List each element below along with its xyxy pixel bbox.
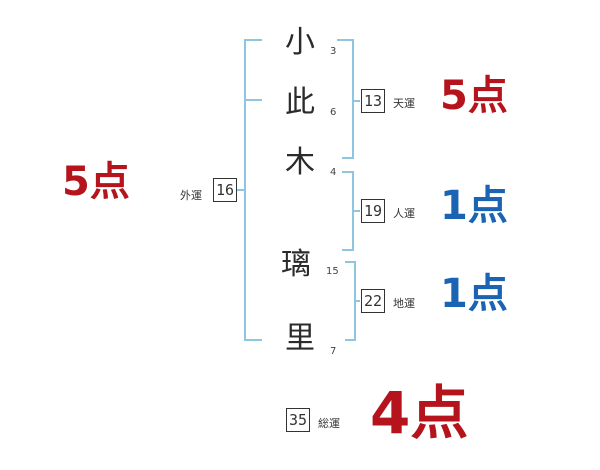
left-bracket [244, 39, 262, 341]
tenkaku-label: 天運 [393, 97, 415, 110]
gaikaku-score: 5点 [62, 159, 130, 205]
name-char-5: 里 [285, 321, 315, 356]
stroke-count-2: 6 [330, 107, 337, 118]
chikaku-label: 地運 [393, 297, 415, 310]
soukaku-value-box: 35 [286, 408, 310, 432]
stroke-count-5: 7 [330, 346, 337, 357]
gaikaku-label: 外運 [180, 189, 202, 202]
name-char-3: 木 [285, 145, 315, 180]
soukaku-label: 総運 [318, 417, 340, 430]
tenkaku-bracket [337, 39, 354, 159]
chikaku-bracket [345, 261, 356, 341]
gaikaku-value-box: 16 [213, 178, 237, 202]
name-char-4: 璃 [281, 247, 311, 282]
name-char-2: 此 [285, 85, 315, 120]
soukaku-score: 4点 [370, 379, 469, 447]
jinkaku-score: 1点 [440, 183, 508, 229]
jinkaku-label: 人運 [393, 207, 415, 220]
stroke-count-1: 3 [330, 46, 337, 57]
chikaku-score: 1点 [440, 271, 508, 317]
jinkaku-bracket [342, 171, 354, 251]
stroke-count-3: 4 [330, 167, 337, 178]
chikaku-value-box: 22 [361, 289, 385, 313]
tenkaku-value-box: 13 [361, 89, 385, 113]
stroke-count-4: 15 [326, 266, 339, 277]
name-char-1: 小 [285, 25, 315, 60]
jinkaku-value-box: 19 [361, 199, 385, 223]
tenkaku-score: 5点 [440, 73, 508, 119]
